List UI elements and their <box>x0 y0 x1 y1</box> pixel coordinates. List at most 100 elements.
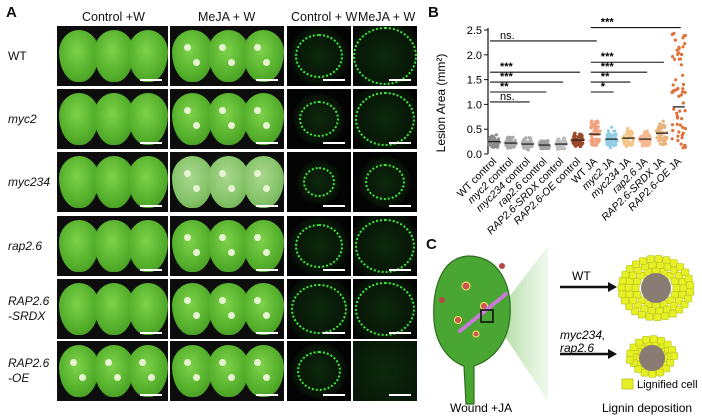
confocal-image <box>353 279 417 339</box>
leaf <box>128 220 168 272</box>
lignin-ring <box>353 27 417 85</box>
lignified-cell <box>662 364 671 373</box>
data-point <box>593 129 597 133</box>
data-point <box>491 135 495 139</box>
significance-label: * <box>601 81 606 93</box>
leaf <box>242 220 284 272</box>
leaf-photo <box>170 279 284 339</box>
data-point <box>658 134 663 138</box>
lesion-spot <box>263 374 271 381</box>
scale-bar <box>323 269 345 271</box>
data-point <box>680 136 684 140</box>
data-point <box>629 134 633 139</box>
lignified-cell <box>684 274 693 283</box>
leaf <box>172 220 214 272</box>
lesion-spot <box>219 359 227 366</box>
lignified-cell <box>668 346 676 354</box>
lesion-spot <box>228 374 236 381</box>
leaf <box>93 30 134 82</box>
data-point <box>624 143 628 147</box>
lesion-spot <box>219 170 227 177</box>
data-point <box>679 63 683 67</box>
leaf-photo <box>57 26 168 86</box>
confocal-image <box>287 216 351 276</box>
arrow-head <box>608 349 617 359</box>
lesion-spot <box>219 107 227 114</box>
data-point <box>640 139 644 143</box>
scale-bar <box>389 394 411 396</box>
lesion-spot <box>254 170 262 177</box>
lignified-cell <box>640 369 649 377</box>
col-header-meja-leaf: MeJA + W <box>198 10 256 24</box>
data-point <box>512 143 516 147</box>
data-point <box>643 143 647 147</box>
data-point <box>526 145 530 149</box>
data-point <box>626 129 631 133</box>
lignified-cell <box>639 257 647 265</box>
data-point <box>648 135 652 139</box>
row-label: RAP2.6 -SRDX <box>8 294 50 323</box>
y-tick-label: 2.5 <box>467 25 482 37</box>
lesion-spot <box>228 312 236 319</box>
lignified-cell <box>670 352 679 360</box>
data-point <box>597 137 601 142</box>
lignified-cell <box>668 310 677 318</box>
data-point <box>674 78 678 82</box>
scale-bar <box>389 332 411 334</box>
leaf <box>59 156 100 208</box>
significance-label: *** <box>601 17 615 29</box>
data-point <box>671 83 675 87</box>
leaf <box>59 283 100 335</box>
data-point <box>589 125 593 129</box>
data-point <box>493 144 497 148</box>
lignin-ring <box>353 341 417 401</box>
data-point <box>683 143 687 147</box>
data-point <box>683 126 688 131</box>
data-point <box>683 33 687 38</box>
lesion-spot <box>183 297 191 304</box>
mutant-label-1: myc234, <box>560 328 605 342</box>
panel-c-letter: C <box>426 236 437 253</box>
significance-label: *** <box>500 61 514 73</box>
data-point <box>613 133 617 137</box>
leaf <box>207 283 249 335</box>
scale-bar <box>140 332 162 334</box>
scale-bar <box>140 269 162 271</box>
lignified-cell <box>618 290 627 298</box>
leaf-photo <box>57 341 168 401</box>
lignin-ring <box>355 218 415 274</box>
row-label: RAP2.6 -OE <box>8 356 50 385</box>
lesion-spot <box>183 107 191 114</box>
confocal-image <box>353 341 417 401</box>
scale-bar <box>256 269 278 271</box>
data-point <box>676 134 680 138</box>
data-point <box>558 146 562 150</box>
leaf <box>207 30 249 82</box>
lignin-ring <box>295 224 343 268</box>
data-point <box>662 123 666 127</box>
lignified-cell <box>625 290 634 299</box>
data-point <box>610 135 614 140</box>
lignified-cell <box>617 283 626 292</box>
data-point <box>676 86 680 91</box>
wt-lignin-ring <box>617 255 695 322</box>
lignified-cell <box>626 264 634 273</box>
leaf <box>172 30 214 82</box>
data-point <box>557 138 561 142</box>
data-point <box>661 142 665 146</box>
data-point <box>525 140 529 144</box>
data-point <box>683 109 687 113</box>
scale-bar <box>140 205 162 207</box>
data-point <box>496 137 500 141</box>
leaf-photo <box>170 89 284 149</box>
data-point <box>683 42 687 46</box>
data-point <box>681 82 686 87</box>
data-point <box>608 143 612 147</box>
scale-bar <box>389 269 411 271</box>
bottom-right-caption: Lignin deposition <box>602 401 692 415</box>
data-point <box>546 139 550 143</box>
lesion-spot <box>228 59 236 66</box>
data-point <box>590 119 594 123</box>
lesion-spot <box>219 44 227 51</box>
scale-bar <box>389 142 411 144</box>
